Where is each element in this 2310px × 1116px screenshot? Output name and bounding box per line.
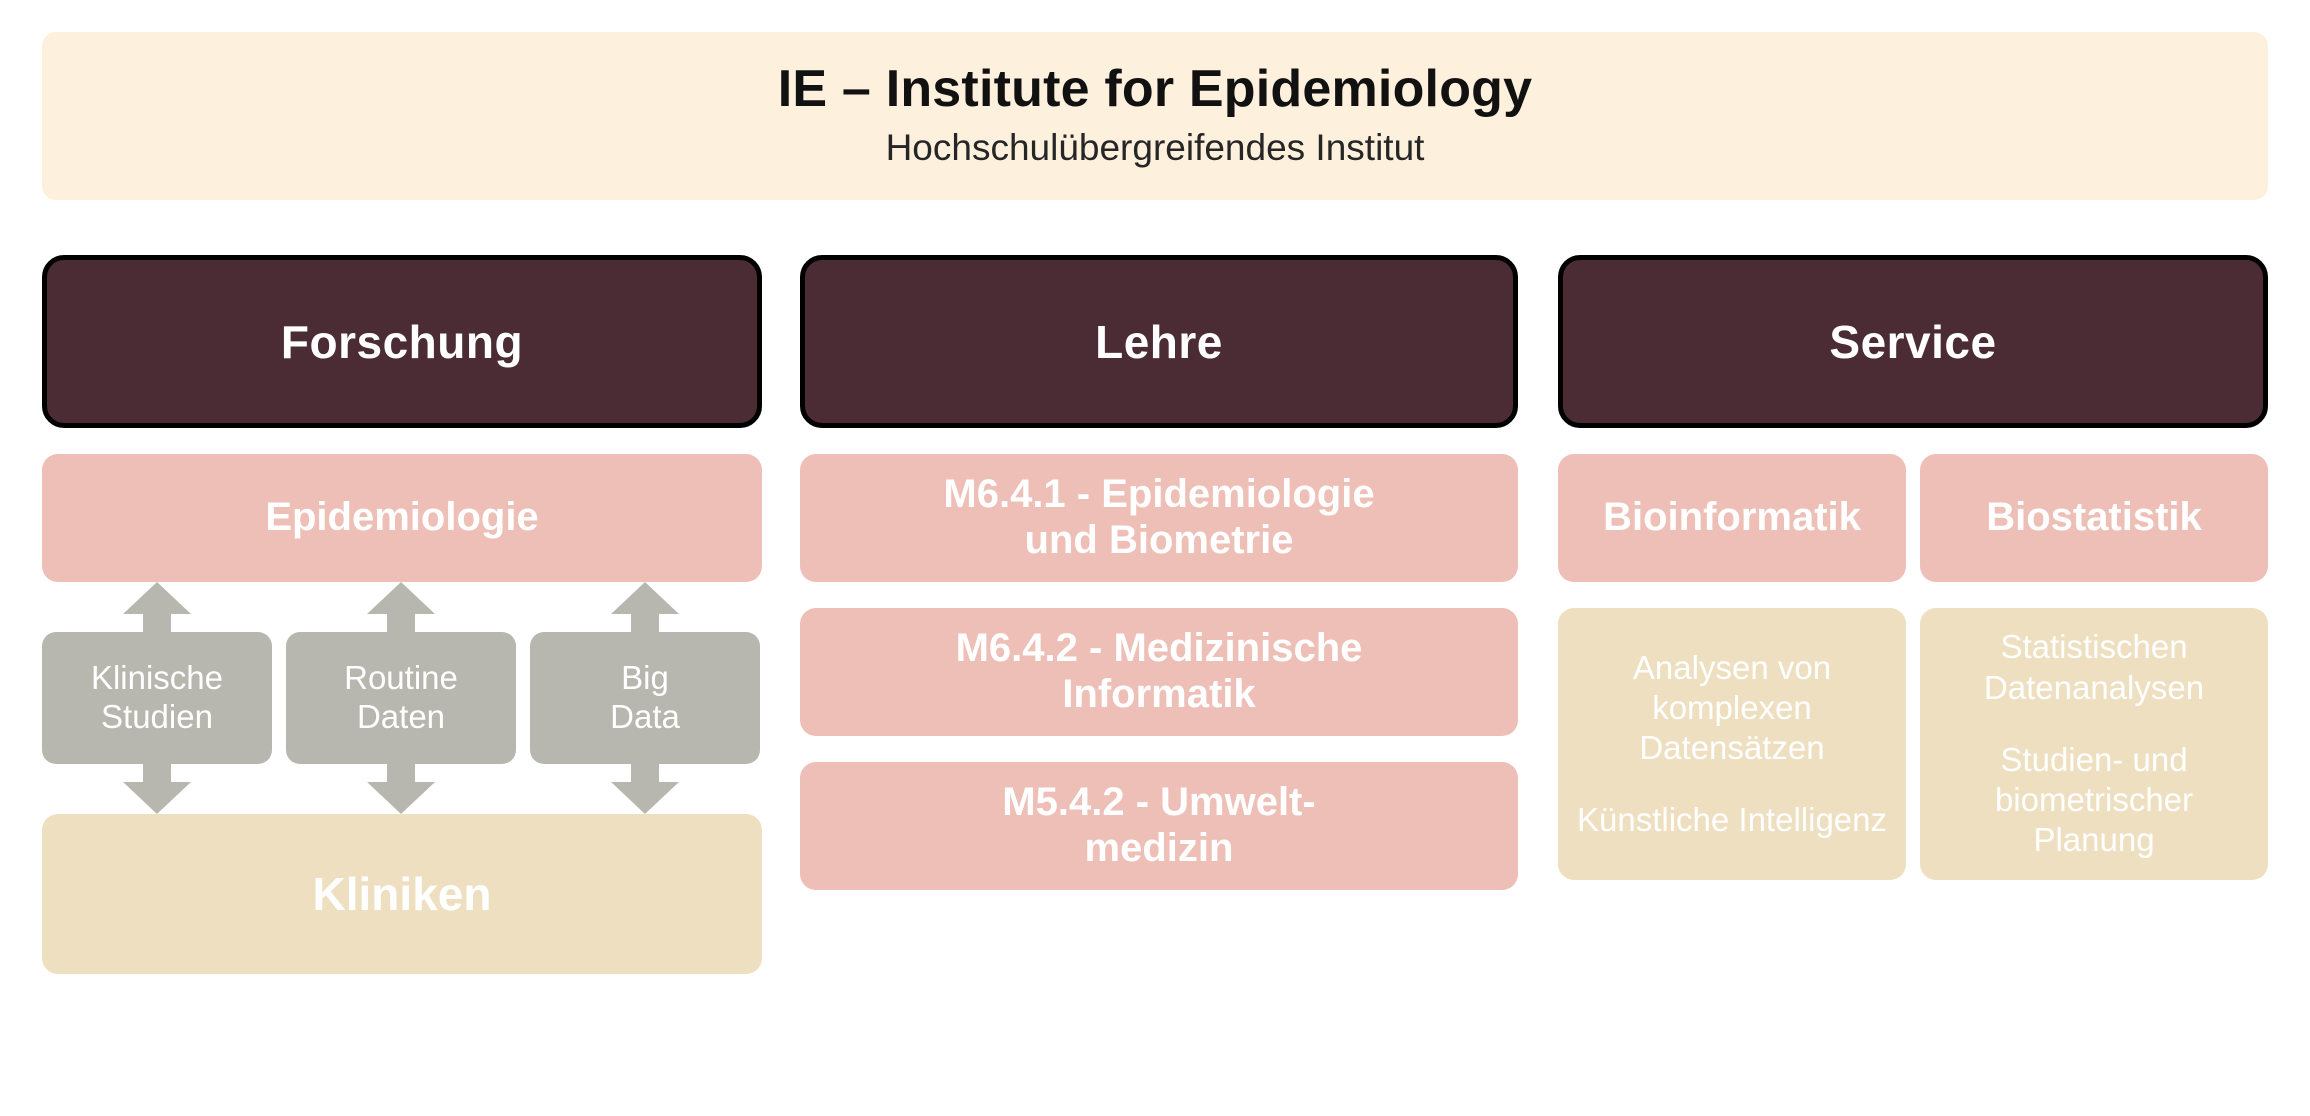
source-label-line1: Big bbox=[621, 659, 669, 697]
arrow-up-icon bbox=[367, 582, 435, 632]
column-service: Service Bioinformatik Analysen von kompl… bbox=[1558, 255, 2268, 880]
card-bioinformatik-topics[interactable]: Analysen von komplexen Datensätzen Künst… bbox=[1558, 608, 1906, 880]
arrow-up-icon bbox=[123, 582, 191, 632]
page-subtitle: Hochschulübergreifendes Institut bbox=[885, 127, 1425, 169]
data-source-cell: Routine Daten bbox=[286, 582, 516, 814]
section-header-forschung[interactable]: Forschung bbox=[42, 255, 762, 428]
source-label-line1: Routine bbox=[344, 659, 458, 697]
card-routine-daten[interactable]: Routine Daten bbox=[286, 632, 516, 764]
service-topic: Statistischen Datenanalysen bbox=[1983, 628, 2205, 706]
arrow-up-icon bbox=[611, 582, 679, 632]
card-kliniken[interactable]: Kliniken bbox=[42, 814, 762, 974]
module-label-line1: M6.4.2 - Medizinische bbox=[955, 626, 1363, 671]
card-big-data[interactable]: Big Data bbox=[530, 632, 760, 764]
service-area-grid: Bioinformatik Analysen von komplexen Dat… bbox=[1558, 454, 2268, 880]
source-label-line2: Studien bbox=[101, 698, 213, 735]
source-label-line1: Klinische bbox=[90, 659, 224, 697]
card-biostatistik[interactable]: Biostatistik bbox=[1920, 454, 2268, 582]
arrow-down-icon bbox=[123, 764, 191, 814]
data-source-row: Klinische Studien Routine Daten bbox=[42, 582, 762, 814]
module-label-line2: Informatik bbox=[1062, 672, 1256, 716]
card-modul-m642[interactable]: M6.4.2 - Medizinische Informatik bbox=[800, 608, 1518, 736]
page-title: IE – Institute for Epidemiology bbox=[777, 60, 1533, 119]
module-label-line2: und Biometrie bbox=[1024, 518, 1294, 562]
source-label-line2: Daten bbox=[356, 698, 446, 735]
service-topic: Analysen von komplexen Datensätzen bbox=[1632, 648, 1832, 767]
service-topic: Studien- und biometrischer Planung bbox=[1994, 740, 2194, 859]
card-biostatistik-topics[interactable]: Statistischen Datenanalysen Studien- und… bbox=[1920, 608, 2268, 880]
service-area-bioinformatik: Bioinformatik Analysen von komplexen Dat… bbox=[1558, 454, 1906, 880]
institute-banner: IE – Institute for Epidemiology Hochschu… bbox=[42, 32, 2268, 200]
section-header-service[interactable]: Service bbox=[1558, 255, 2268, 428]
card-bioinformatik[interactable]: Bioinformatik bbox=[1558, 454, 1906, 582]
module-label-line2: medizin bbox=[1084, 826, 1234, 870]
column-forschung: Forschung Epidemiologie Klinische Studie… bbox=[42, 255, 762, 974]
card-klinische-studien[interactable]: Klinische Studien bbox=[42, 632, 272, 764]
arrow-down-icon bbox=[367, 764, 435, 814]
data-source-cell: Klinische Studien bbox=[42, 582, 272, 814]
section-header-lehre[interactable]: Lehre bbox=[800, 255, 1518, 428]
module-label-line1: M6.4.1 - Epidemiologie bbox=[943, 472, 1375, 517]
module-label-line1: M5.4.2 - Umwelt- bbox=[1002, 780, 1316, 825]
card-epidemiologie[interactable]: Epidemiologie bbox=[42, 454, 762, 582]
card-modul-m542[interactable]: M5.4.2 - Umwelt- medizin bbox=[800, 762, 1518, 890]
arrow-down-icon bbox=[611, 764, 679, 814]
service-topic: Künstliche Intelligenz bbox=[1576, 801, 1888, 839]
service-area-biostatistik: Biostatistik Statistischen Datenanalysen… bbox=[1920, 454, 2268, 880]
card-modul-m641[interactable]: M6.4.1 - Epidemiologie und Biometrie bbox=[800, 454, 1518, 582]
source-label-line2: Data bbox=[610, 698, 680, 735]
data-source-cell: Big Data bbox=[530, 582, 760, 814]
column-lehre: Lehre M6.4.1 - Epidemiologie und Biometr… bbox=[800, 255, 1518, 890]
